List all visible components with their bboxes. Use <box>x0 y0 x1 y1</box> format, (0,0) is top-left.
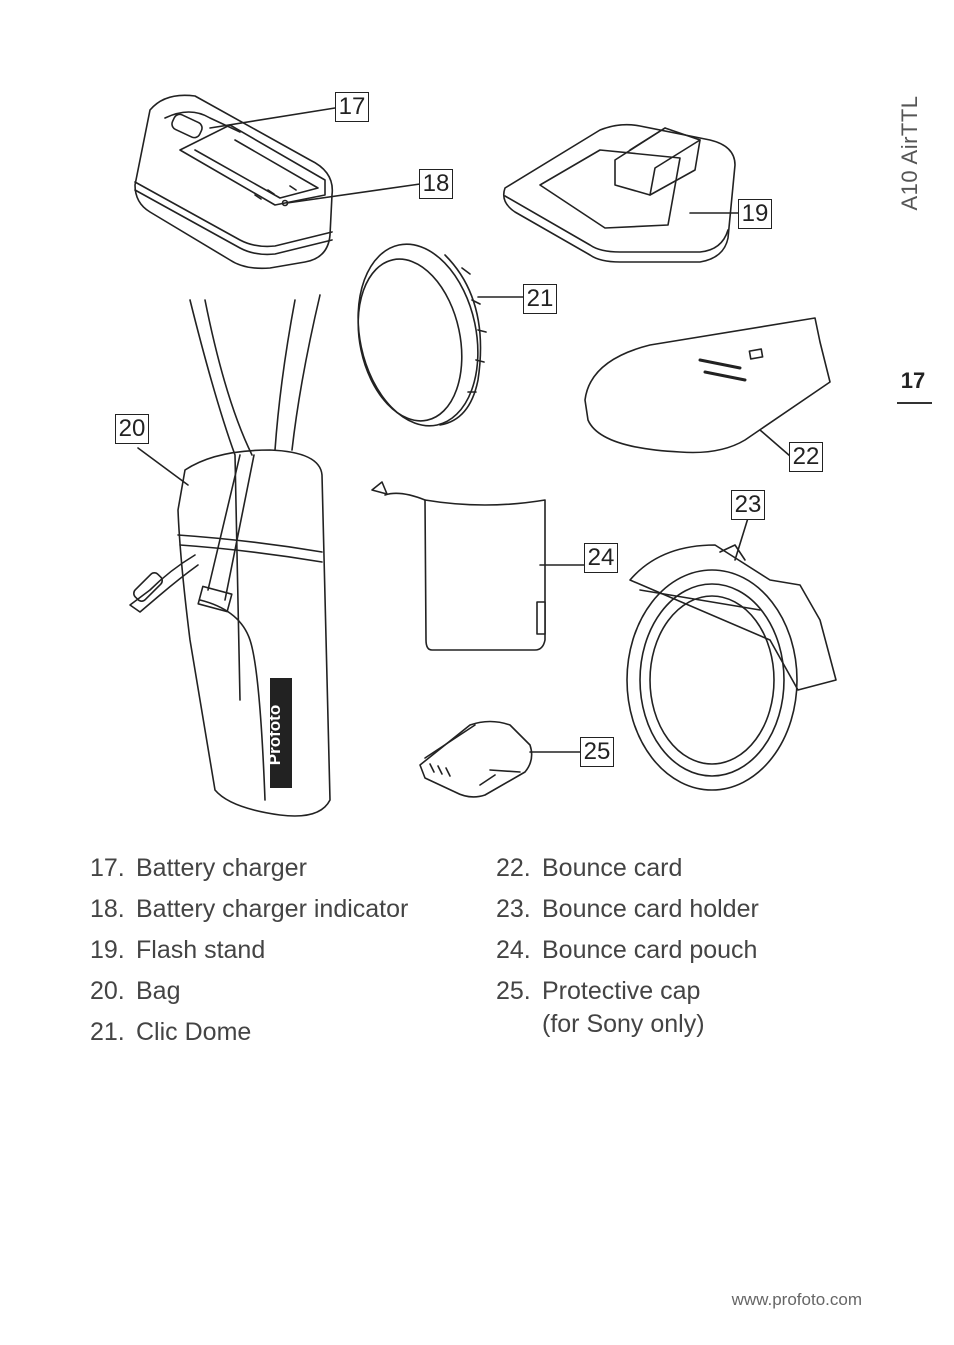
battery-charger-drawing <box>134 94 334 270</box>
legend-number: 19. <box>90 936 125 964</box>
legend-text: Bounce card <box>542 854 683 882</box>
clic-dome-drawing <box>357 243 487 427</box>
callout-17: 17 <box>335 92 369 122</box>
callout-23: 23 <box>731 490 765 520</box>
legend-number: 22. <box>496 854 531 882</box>
legend-number: 20. <box>90 977 125 1005</box>
callout-line-20 <box>137 447 189 486</box>
callout-25: 25 <box>580 737 614 767</box>
page-number-rule <box>897 402 932 404</box>
legend-item: 22. Bounce card <box>496 852 759 885</box>
legend-text: Battery charger <box>136 854 307 882</box>
legend-text-block: Protective cap (for Sony only) <box>542 975 705 1041</box>
legend-item: 20. Bag <box>90 975 408 1008</box>
legend-number: 25. <box>496 977 531 1005</box>
legend-text: Bounce card holder <box>542 895 759 923</box>
callout-line-22 <box>759 429 791 457</box>
callout-20: 20 <box>115 414 149 444</box>
legend-text: Battery charger indicator <box>136 895 409 923</box>
legend-item: 21. Clic Dome <box>90 1016 408 1049</box>
product-title-text: A10 AirTTL <box>897 95 922 211</box>
bounce-card-pouch-drawing <box>371 481 546 651</box>
callout-21: 21 <box>523 284 557 314</box>
callout-22: 22 <box>789 442 823 472</box>
legend-number: 21. <box>90 1018 125 1046</box>
callout-18: 18 <box>419 169 453 199</box>
legend-left-column: 17. Battery charger 18. Battery charger … <box>90 852 408 1057</box>
legend-text: Clic Dome <box>136 1018 252 1046</box>
footer-url: www.profoto.com <box>731 1290 862 1309</box>
callout-line-18 <box>286 183 421 204</box>
legend-text: Bag <box>136 977 181 1005</box>
legend-number: 24. <box>496 936 531 964</box>
legend-item: 23. Bounce card holder <box>496 893 759 926</box>
accessories-illustration: Profoto <box>129 94 837 817</box>
legend-right-column: 22. Bounce card 23. Bounce card holder 2… <box>496 852 759 1049</box>
bounce-card-drawing <box>584 317 831 454</box>
bag-drawing: Profoto <box>129 294 331 817</box>
legend-item: 18. Battery charger indicator <box>90 893 408 926</box>
protective-cap-drawing <box>419 720 533 798</box>
legend-number: 23. <box>496 895 531 923</box>
bag-brand-label: Profoto <box>265 705 284 765</box>
callout-24: 24 <box>584 543 618 573</box>
legend-text: Bounce card pouch <box>542 936 758 964</box>
legend-subtext: (for Sony only) <box>542 1010 705 1038</box>
page-number: 17 <box>900 368 926 393</box>
legend-text: Protective cap <box>542 977 701 1005</box>
callout-19: 19 <box>738 199 772 229</box>
legend-text: Flash stand <box>136 936 266 964</box>
product-title: A10 AirTTL <box>880 88 940 218</box>
callout-line-23 <box>734 517 749 561</box>
legend-number: 17. <box>90 854 125 882</box>
legend-item: 19. Flash stand <box>90 934 408 967</box>
bounce-card-holder-drawing <box>626 544 837 791</box>
legend-item: 17. Battery charger <box>90 852 408 885</box>
callout-line-17 <box>209 107 336 129</box>
flash-stand-drawing <box>502 123 736 263</box>
legend-item: 24. Bounce card pouch <box>496 934 759 967</box>
legend-number: 18. <box>90 895 125 923</box>
legend-item: 25. Protective cap (for Sony only) <box>496 975 759 1041</box>
